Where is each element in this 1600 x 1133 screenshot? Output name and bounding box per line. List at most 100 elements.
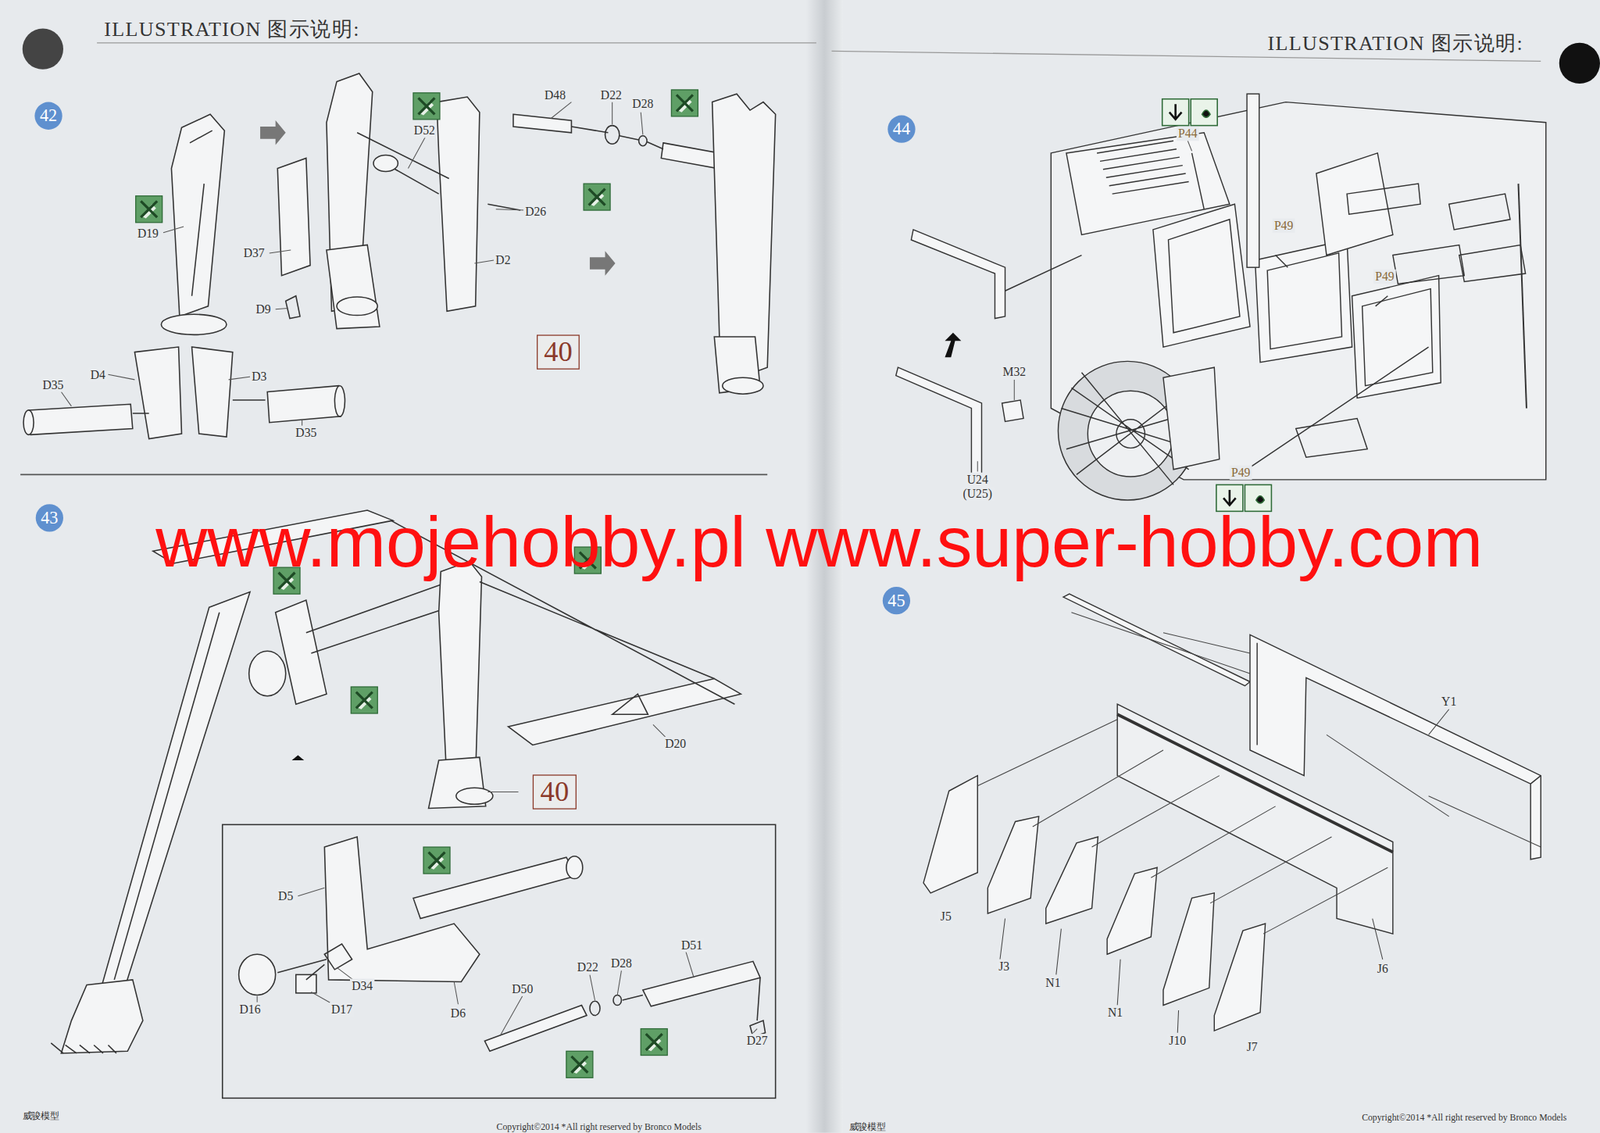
line-art xyxy=(896,367,983,484)
part-label: D27 xyxy=(744,1033,770,1048)
line-art xyxy=(571,126,664,150)
part-label: D50 xyxy=(510,981,536,996)
line-art xyxy=(487,791,518,793)
part-label: D22 xyxy=(575,960,600,975)
part-label: Y1 xyxy=(1439,693,1458,708)
node-text: 42 xyxy=(39,105,58,126)
line-art xyxy=(1107,867,1158,954)
line-art xyxy=(977,140,1192,472)
part-label: P49 xyxy=(1373,269,1397,284)
leader-lines xyxy=(257,724,758,1036)
line-art xyxy=(1346,183,1421,215)
part-label: J6 xyxy=(1375,960,1390,975)
line-art xyxy=(484,1005,587,1052)
line-art xyxy=(277,959,761,1021)
part-label: D52 xyxy=(411,123,437,138)
line-art xyxy=(134,346,233,440)
divider xyxy=(20,474,768,476)
step-arrow xyxy=(944,332,961,358)
line-art xyxy=(583,183,611,211)
line-art xyxy=(1063,593,1250,686)
line-art xyxy=(1223,489,1236,506)
step44-art xyxy=(896,93,1547,500)
line-art xyxy=(722,377,764,394)
part-label: N1 xyxy=(1043,975,1063,990)
line-art xyxy=(189,130,213,297)
step45-art xyxy=(923,593,1541,1031)
line-art xyxy=(436,96,480,311)
node-text: 44 xyxy=(892,118,911,140)
line-art xyxy=(642,960,761,1006)
line-art xyxy=(357,132,450,194)
part-label: J10 xyxy=(1167,1033,1189,1048)
node-text: 40 xyxy=(543,335,573,369)
corner-dot xyxy=(1559,42,1600,84)
line-art xyxy=(100,592,250,996)
line-art xyxy=(1256,496,1265,504)
line-art xyxy=(373,155,398,172)
line-art xyxy=(324,836,480,982)
line-art xyxy=(1071,612,1541,847)
line-art xyxy=(910,229,1005,319)
paint-icons xyxy=(1162,99,1272,512)
footer-text: Copyright©2014 *All right reserved by Br… xyxy=(1360,1111,1570,1123)
part-label: M32 xyxy=(1000,364,1029,379)
line-art xyxy=(589,1000,600,1015)
line-art xyxy=(1168,219,1240,333)
part-label: J7 xyxy=(1244,1039,1260,1054)
line-art xyxy=(50,1042,117,1054)
node-text: 43 xyxy=(40,507,58,529)
line-art xyxy=(239,953,276,995)
line-art xyxy=(1163,367,1220,470)
line-art xyxy=(1255,239,1353,363)
line-art xyxy=(1000,709,1450,1033)
line-art xyxy=(1163,892,1215,1006)
line-art xyxy=(60,979,143,1054)
part-label: J3 xyxy=(996,959,1012,974)
step-number: 44 xyxy=(887,115,915,143)
line-art xyxy=(275,600,327,704)
part-label: D3 xyxy=(250,369,269,384)
line-art xyxy=(1518,183,1527,408)
footer-text: Copyright©2014 *All right reserved by Br… xyxy=(494,1121,704,1133)
node-text: 40 xyxy=(540,775,570,809)
part-label: N1 xyxy=(1105,1005,1125,1020)
part-label: D48 xyxy=(542,87,568,102)
line-art xyxy=(1046,836,1099,924)
reference-box: 40 xyxy=(536,334,580,369)
line-art xyxy=(923,775,978,893)
step-arrow xyxy=(589,250,616,275)
line-art xyxy=(513,114,572,133)
line-art xyxy=(171,114,225,317)
step-number: 43 xyxy=(35,503,64,532)
line-art xyxy=(1257,642,1541,784)
line-art xyxy=(336,296,378,316)
line-art xyxy=(1002,400,1024,422)
line-art xyxy=(612,693,649,715)
line-art xyxy=(257,724,758,1036)
line-art xyxy=(1162,99,1190,126)
step-arrow xyxy=(260,120,286,145)
part-label: D35 xyxy=(40,377,66,392)
line-art xyxy=(987,816,1039,914)
line-art xyxy=(640,1028,668,1056)
part-label: D28 xyxy=(608,956,634,971)
line-art xyxy=(639,135,647,147)
leader-lines xyxy=(60,102,643,427)
part-label: D51 xyxy=(678,937,704,952)
part-label: D5 xyxy=(276,889,296,904)
line-art xyxy=(660,142,719,169)
part-label: D34 xyxy=(350,978,375,993)
part-label: D16 xyxy=(237,1002,263,1017)
line-art xyxy=(296,974,317,993)
part-label: D2 xyxy=(493,253,513,268)
line-art xyxy=(423,846,450,874)
line-art xyxy=(1117,703,1393,934)
part-label: P49 xyxy=(1271,218,1296,233)
part-label: P44 xyxy=(1176,126,1200,141)
line-art xyxy=(1096,140,1190,194)
page-header: ILLUSTRATION 图示说明: xyxy=(102,17,363,40)
line-art xyxy=(1392,193,1526,284)
part-label: J5 xyxy=(938,909,954,924)
